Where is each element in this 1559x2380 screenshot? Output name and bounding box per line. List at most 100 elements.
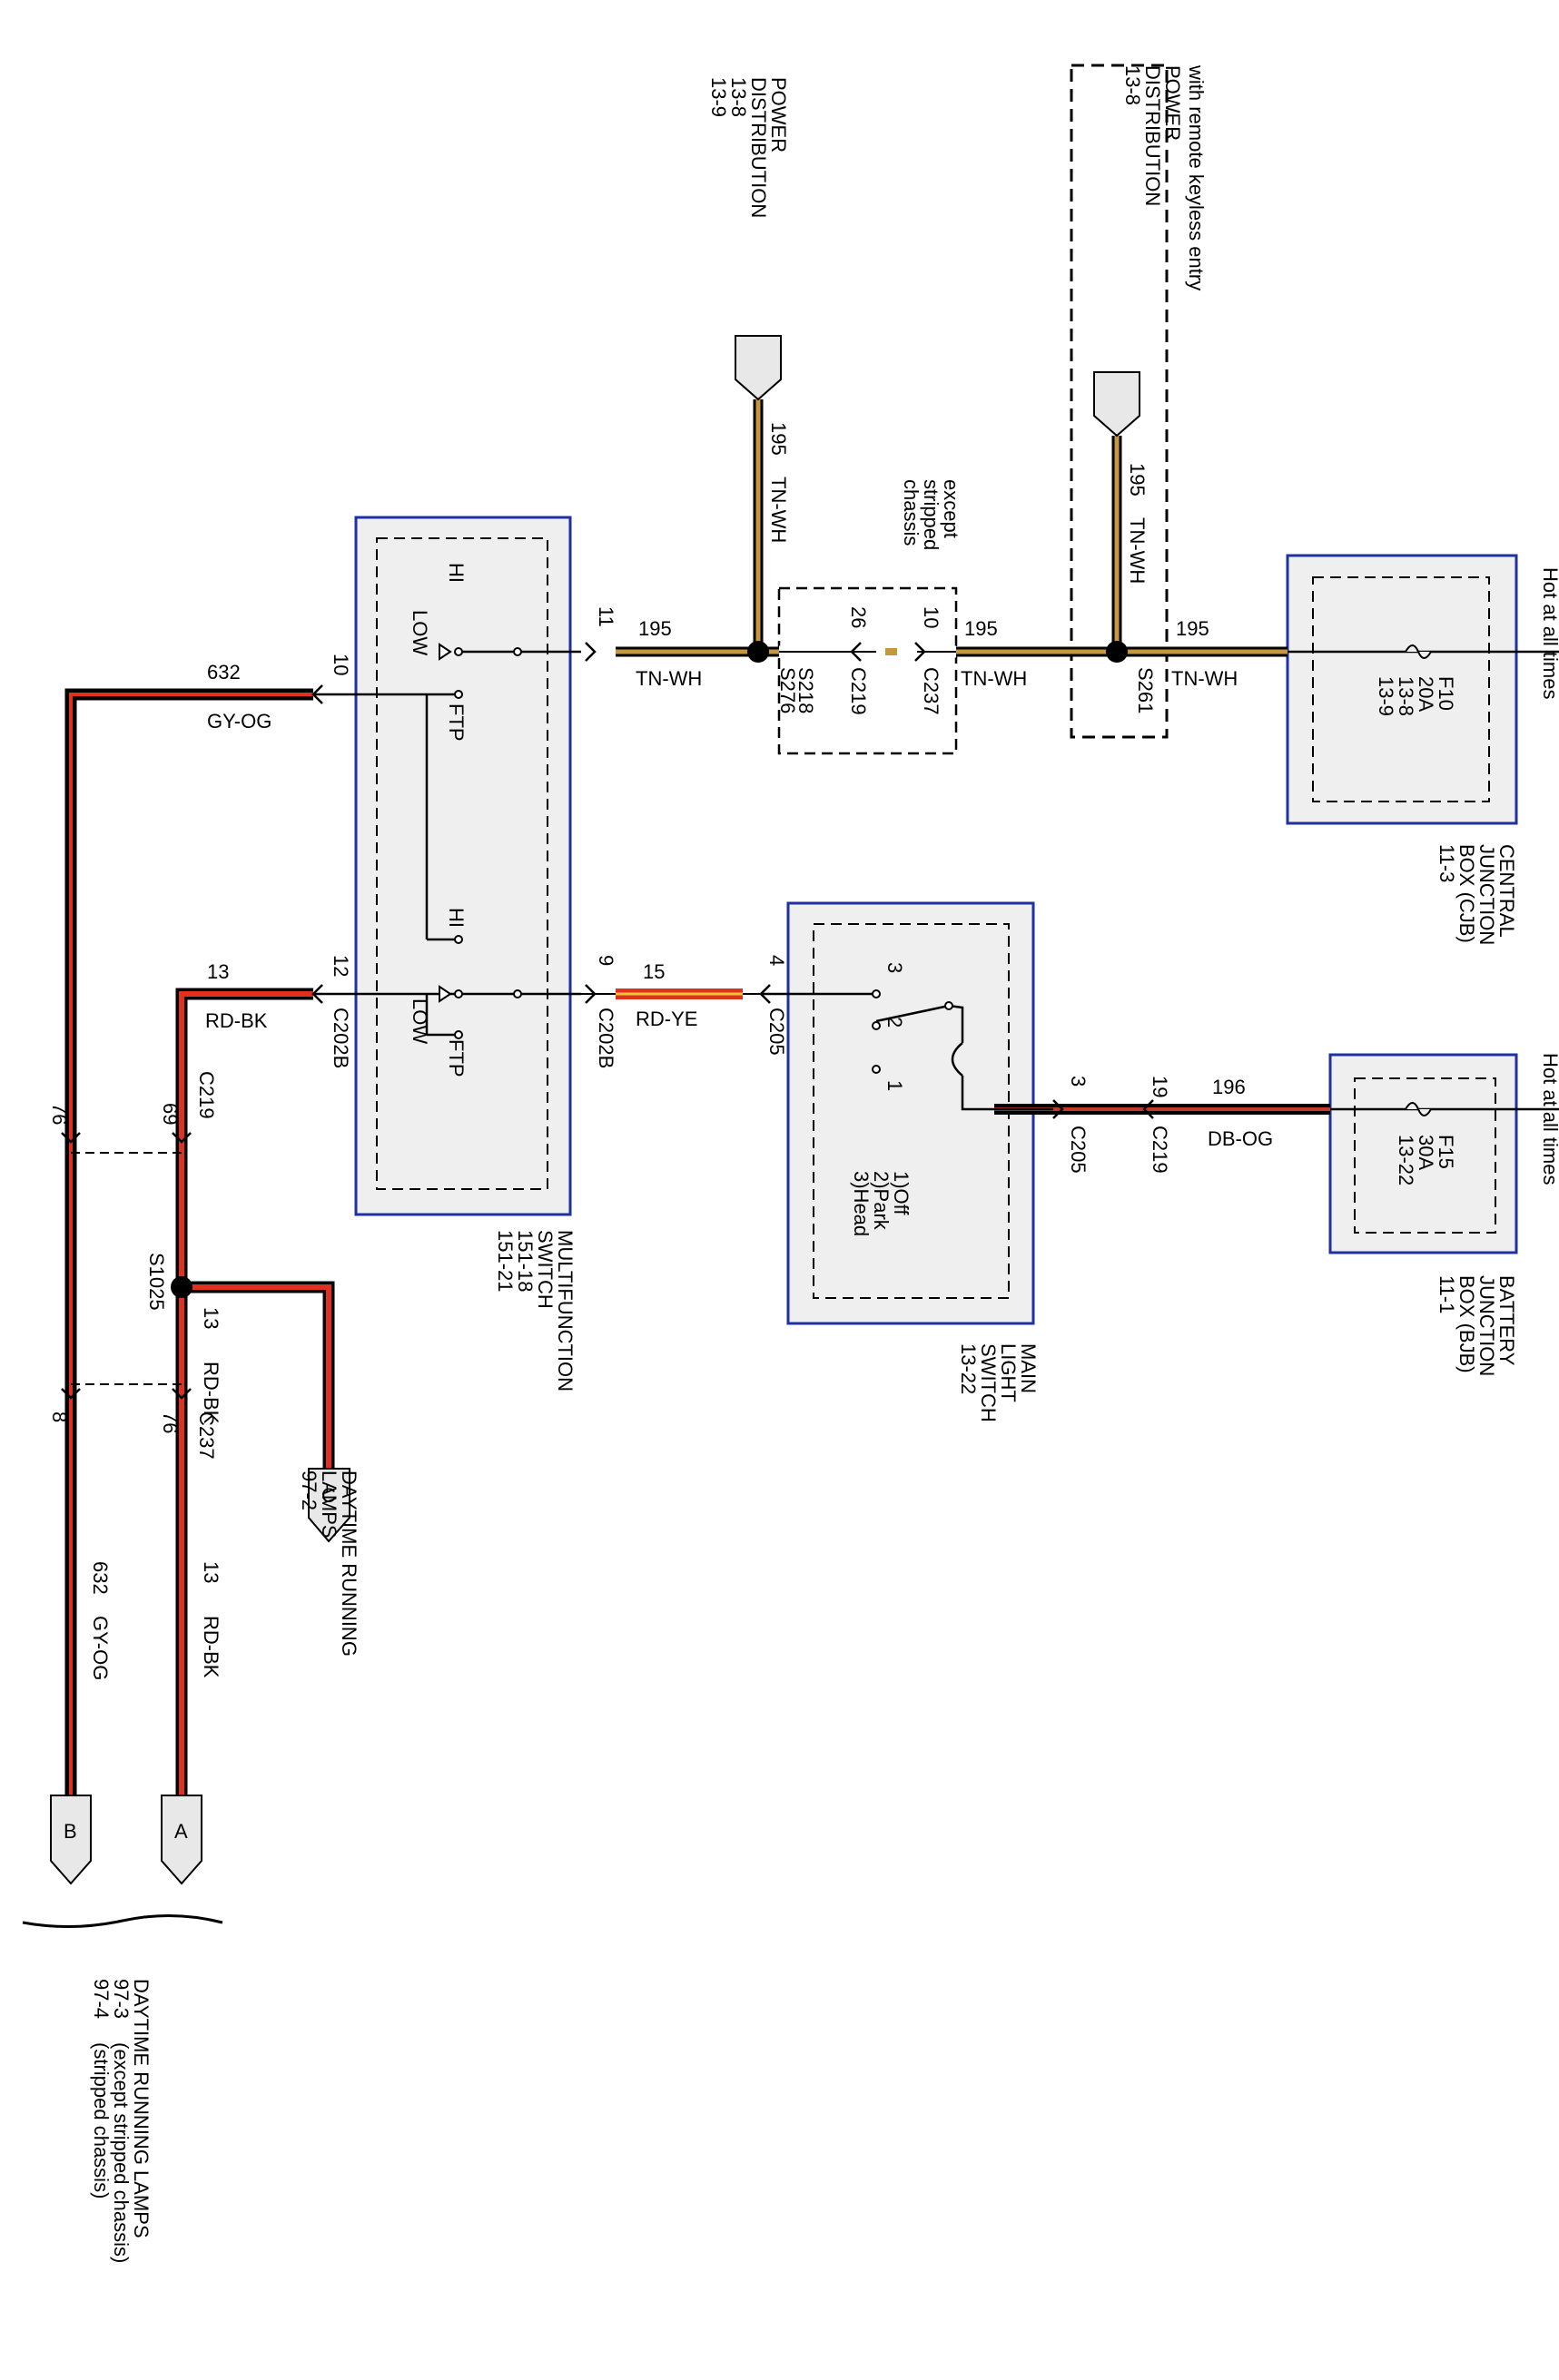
pin-10-left: 10 (330, 654, 352, 675)
drl-ab-name: DAYTIME RUNNING LAMPS (130, 1979, 153, 2238)
mfs-ftp-2: FTP (445, 1039, 468, 1077)
power-distribution-arrow-1 (735, 335, 782, 401)
c205-bot: C205 (1067, 1126, 1090, 1174)
drl-a-connector (161, 1795, 202, 1885)
remote-keyless-box (1070, 64, 1169, 739)
rdbk: RD-BK (205, 1009, 268, 1032)
mls-pos2: 2)Park (870, 1171, 893, 1231)
rdbk-a: RD-BK (200, 1616, 222, 1678)
bjb-name3: BOX (BJB) (1455, 1275, 1478, 1373)
pd1-ref1: 13-8 (727, 77, 750, 117)
drl-c-name2: LAMPS (318, 1470, 340, 1539)
mls-t1: 1 (883, 1080, 906, 1091)
pin-4: 4 (765, 955, 788, 966)
bjb-name1: BATTERY (1495, 1275, 1518, 1366)
drl-c-name1: DAYTIME RUNNING (338, 1470, 360, 1657)
pd1-title: POWER (767, 77, 790, 152)
mfs-low-1: LOW (409, 610, 431, 655)
c219-left: C219 (195, 1071, 218, 1119)
mfs-ftp-1: FTP (445, 703, 468, 742)
s261: S261 (1134, 667, 1157, 713)
pin-69: 69 (159, 1103, 182, 1125)
bjb-ref3: 11-1 (1436, 1275, 1458, 1313)
pin-3: 3 (1067, 1076, 1090, 1087)
except-stripped-box (777, 586, 958, 755)
except-l1: except (940, 479, 962, 538)
rdye: RD-YE (636, 1008, 697, 1030)
tnwh-a: TN-WH (767, 477, 790, 543)
except-l2: stripped (920, 479, 942, 550)
multifunction-switch-box (354, 516, 572, 1216)
mls-t3: 3 (883, 962, 906, 973)
w195-h1: 195 (638, 617, 672, 640)
mfs-name1: MULTIFUNCTION (554, 1230, 577, 1392)
mls-ref: 13-22 (957, 1343, 980, 1394)
c237-left: C237 (195, 1411, 218, 1460)
pd2-title: POWER (1161, 65, 1184, 141)
hot-at-all-times-1: Hot at all times (1539, 567, 1559, 700)
pin-76-bot: 76 (159, 1411, 182, 1433)
pin-11: 11 (595, 606, 617, 627)
mfs-low-2: LOW (409, 998, 431, 1044)
drl-ab-ref2: 97-4 (90, 1979, 113, 2019)
w196: 196 (1212, 1076, 1246, 1098)
s218: S218 (794, 667, 817, 713)
pin-9: 9 (595, 955, 617, 966)
mls-name1: MAIN (1017, 1343, 1040, 1393)
drl-ab-note1: (except stripped chassis) (110, 2042, 133, 2263)
s276: S276 (776, 667, 799, 713)
wire-632-gy-og (64, 688, 313, 1795)
pd1-title2: DISTRIBUTION (747, 77, 770, 218)
pin-10-c237: 10 (920, 606, 942, 628)
s1025: S1025 (145, 1253, 168, 1311)
except-l3: chassis (900, 479, 923, 546)
splice-s261 (1106, 641, 1128, 663)
cjb-ref1: 13-8 (1395, 676, 1417, 716)
mfs-hi-2: HI (445, 908, 468, 928)
w632: 632 (207, 661, 241, 684)
mls-name3: SWITCH (977, 1343, 1000, 1422)
drl-ab-note2: (stripped chassis) (90, 2042, 113, 2198)
rdbk-c: RD-BK (200, 1362, 222, 1424)
pin-19: 19 (1149, 1076, 1171, 1097)
tnwh-h2: TN-WH (961, 667, 1027, 690)
c202b-right: C202B (595, 1008, 617, 1068)
hot-at-all-times-2: Hot at all times (1539, 1053, 1559, 1185)
pin-8: 8 (48, 1411, 71, 1422)
mls-pos1: 1)Off (890, 1171, 913, 1215)
cjb-ref3: 11-3 (1436, 844, 1458, 882)
bjb-name2: JUNCTION (1475, 1275, 1498, 1376)
drl-a-letter: A (174, 1820, 188, 1843)
drl-ab-ref1: 97-3 (110, 1979, 133, 2019)
pin-12: 12 (330, 955, 352, 977)
mfs-name2: SWITCH (534, 1230, 557, 1309)
c219-top: C219 (847, 667, 870, 715)
cjb-name3: BOX (CJB) (1455, 844, 1478, 943)
tnwh-h3: TN-WH (1171, 667, 1238, 690)
c237-top: C237 (920, 667, 942, 715)
tnwh-b: TN-WH (1126, 517, 1149, 584)
tnwh-h1: TN-WH (636, 667, 702, 690)
cjb-ref2: 13-9 (1375, 676, 1397, 716)
drl-c-connector (308, 1468, 350, 1543)
dbog: DB-OG (1208, 1127, 1273, 1150)
w13-c: 13 (200, 1307, 222, 1329)
w195-b: 195 (1126, 463, 1149, 497)
splice-s1025 (171, 1276, 192, 1298)
w13-a: 13 (200, 1561, 222, 1583)
mfs-hi-1: HI (445, 563, 468, 583)
w15: 15 (643, 960, 665, 983)
mls-name2: LIGHT (997, 1343, 1020, 1402)
cjb-box (1286, 554, 1518, 825)
mls-pos3: 3)Head (850, 1171, 873, 1236)
mfs-ref1: 151-18 (514, 1230, 537, 1293)
pin-76-top: 76 (48, 1103, 71, 1125)
drl-c-ref: 97-2 (298, 1470, 321, 1510)
pd1-ref2: 13-9 (707, 77, 730, 117)
power-distribution-arrow-2 (1093, 371, 1140, 438)
drl-c-letter: C (321, 1484, 336, 1507)
w195-a: 195 (767, 422, 790, 456)
c219-bot: C219 (1149, 1126, 1171, 1174)
